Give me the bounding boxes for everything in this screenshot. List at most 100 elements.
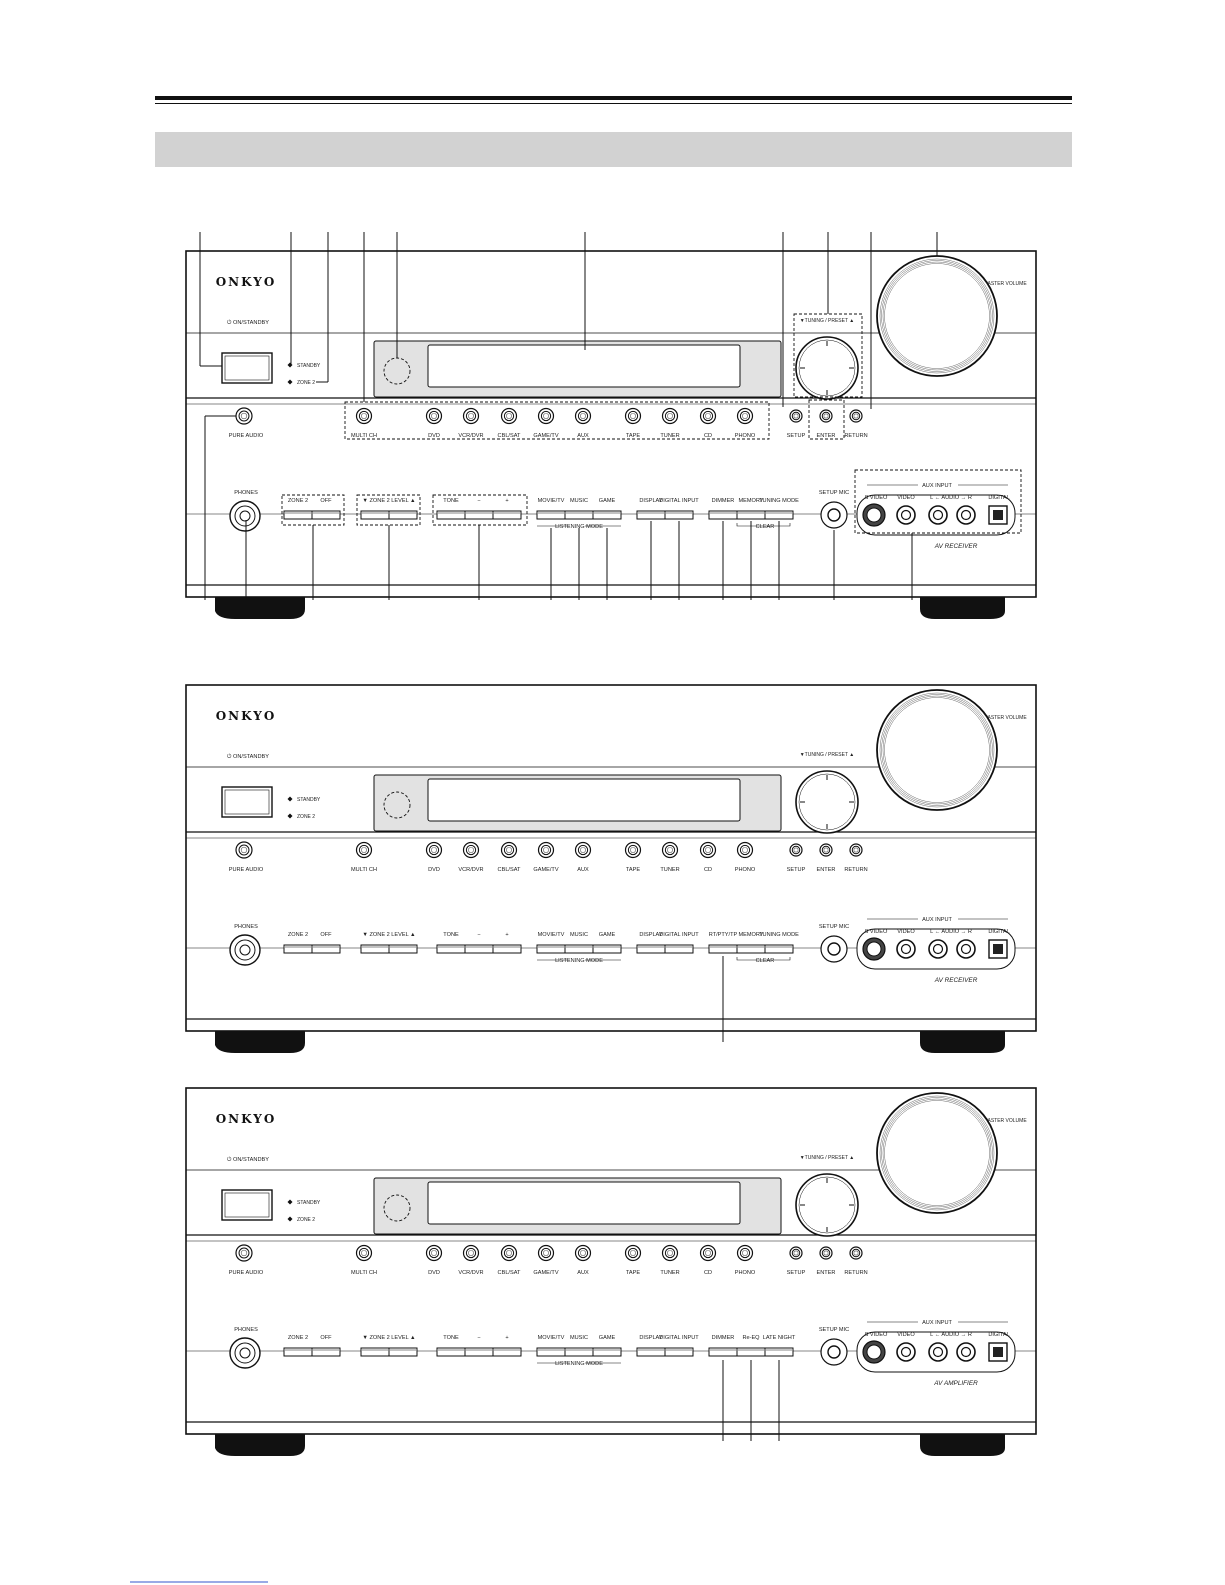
memory-button[interactable] (736, 944, 766, 954)
master-volume-knob[interactable] (876, 1092, 998, 1214)
movie-tv-button[interactable] (536, 944, 566, 954)
input-phono-button[interactable] (736, 1244, 754, 1262)
multi-ch-button[interactable] (355, 841, 373, 859)
tone-button[interactable] (436, 944, 466, 954)
input-game-tv-button[interactable] (537, 1244, 555, 1262)
tuning-mode-button[interactable] (764, 944, 794, 954)
zone2-button[interactable] (283, 944, 313, 954)
tuning-knob[interactable] (795, 336, 859, 400)
input-cd-button[interactable] (699, 841, 717, 859)
display-button[interactable] (636, 510, 666, 520)
phones-jack[interactable] (229, 934, 261, 966)
movie-tv-button[interactable] (536, 1347, 566, 1357)
zone2-level-down-button[interactable] (360, 944, 390, 954)
aux-rca-jack-3[interactable] (956, 939, 976, 959)
rt-pty-tp-button[interactable] (708, 944, 738, 954)
input-dvd-button[interactable] (425, 407, 443, 425)
aux-svideo-jack[interactable] (862, 503, 886, 527)
input-vcr-dvr-button[interactable] (462, 407, 480, 425)
return-button[interactable] (849, 843, 863, 857)
movie-tv-button[interactable] (536, 510, 566, 520)
memory-button[interactable] (736, 510, 766, 520)
aux-rca-jack-3[interactable] (956, 505, 976, 525)
aux-rca-jack-1[interactable] (896, 939, 916, 959)
zone2-level-down-button[interactable] (360, 1347, 390, 1357)
input-tuner-button[interactable] (661, 1244, 679, 1262)
input-cbl-sat-button[interactable] (500, 407, 518, 425)
input-cd-button[interactable] (699, 1244, 717, 1262)
input-aux-button[interactable] (574, 841, 592, 859)
aux-digital-jack[interactable] (988, 1342, 1008, 1362)
zone2-button[interactable] (283, 1347, 313, 1357)
tuning-mode-button[interactable] (764, 510, 794, 520)
tuning-knob[interactable] (795, 1173, 859, 1237)
input-aux-button[interactable] (574, 1244, 592, 1262)
input-dvd-button[interactable] (425, 841, 443, 859)
tone-minus-button[interactable] (464, 1347, 494, 1357)
phones-jack[interactable] (229, 1337, 261, 1369)
input-cd-button[interactable] (699, 407, 717, 425)
zone2-button[interactable] (283, 510, 313, 520)
power-button[interactable] (221, 352, 273, 384)
aux-digital-jack[interactable] (988, 939, 1008, 959)
input-cbl-sat-button[interactable] (500, 1244, 518, 1262)
input-tuner-button[interactable] (661, 841, 679, 859)
power-button[interactable] (221, 1189, 273, 1221)
pure-audio-button[interactable] (235, 407, 253, 425)
input-tape-button[interactable] (624, 1244, 642, 1262)
zone2-level-up-button[interactable] (388, 944, 418, 954)
zone2-level-down-button[interactable] (360, 510, 390, 520)
input-tuner-button[interactable] (661, 407, 679, 425)
display-button[interactable] (636, 1347, 666, 1357)
setup-mic-jack[interactable] (820, 935, 848, 963)
input-game-tv-button[interactable] (537, 841, 555, 859)
tone-plus-button[interactable] (492, 510, 522, 520)
enter-button[interactable] (819, 843, 833, 857)
music-button[interactable] (564, 1347, 594, 1357)
aux-rca-jack-2[interactable] (928, 505, 948, 525)
input-phono-button[interactable] (736, 841, 754, 859)
aux-rca-jack-1[interactable] (896, 1342, 916, 1362)
zone2-level-up-button[interactable] (388, 510, 418, 520)
input-aux-button[interactable] (574, 407, 592, 425)
tone-minus-button[interactable] (464, 944, 494, 954)
display-button[interactable] (636, 944, 666, 954)
digital-input-button[interactable] (664, 944, 694, 954)
aux-svideo-jack[interactable] (862, 937, 886, 961)
setup-mic-jack[interactable] (820, 501, 848, 529)
aux-rca-jack-1[interactable] (896, 505, 916, 525)
music-button[interactable] (564, 510, 594, 520)
input-game-tv-button[interactable] (537, 407, 555, 425)
master-volume-knob[interactable] (876, 689, 998, 811)
setup-button[interactable] (789, 843, 803, 857)
pure-audio-button[interactable] (235, 1244, 253, 1262)
tone-plus-button[interactable] (492, 1347, 522, 1357)
multi-ch-button[interactable] (355, 1244, 373, 1262)
aux-rca-jack-3[interactable] (956, 1342, 976, 1362)
return-button[interactable] (849, 409, 863, 423)
phones-jack[interactable] (229, 500, 261, 532)
setup-button[interactable] (789, 409, 803, 423)
tuning-knob[interactable] (795, 770, 859, 834)
input-vcr-dvr-button[interactable] (462, 1244, 480, 1262)
multi-ch-button[interactable] (355, 407, 373, 425)
enter-button[interactable] (819, 1246, 833, 1260)
setup-mic-jack[interactable] (820, 1338, 848, 1366)
input-tape-button[interactable] (624, 841, 642, 859)
master-volume-knob[interactable] (876, 255, 998, 377)
dimmer-button[interactable] (708, 510, 738, 520)
input-phono-button[interactable] (736, 407, 754, 425)
digital-input-button[interactable] (664, 510, 694, 520)
digital-input-button[interactable] (664, 1347, 694, 1357)
return-button[interactable] (849, 1246, 863, 1260)
tone-minus-button[interactable] (464, 510, 494, 520)
power-button[interactable] (221, 786, 273, 818)
input-tape-button[interactable] (624, 407, 642, 425)
aux-svideo-jack[interactable] (862, 1340, 886, 1364)
re-eq-button[interactable] (736, 1347, 766, 1357)
enter-button[interactable] (819, 409, 833, 423)
tone-button[interactable] (436, 510, 466, 520)
game-button[interactable] (592, 1347, 622, 1357)
tone-button[interactable] (436, 1347, 466, 1357)
game-button[interactable] (592, 944, 622, 954)
